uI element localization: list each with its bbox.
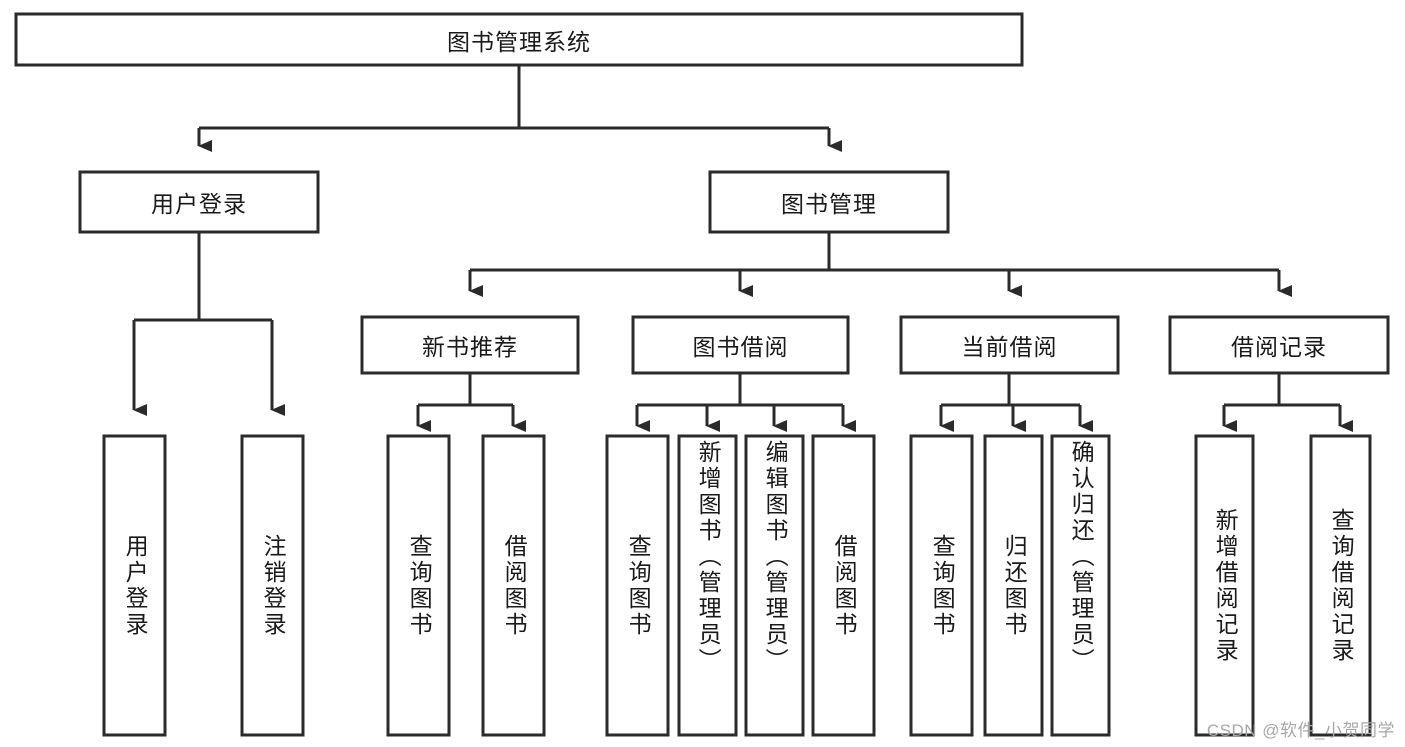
leaf-box-borrow-book-2[interactable]	[811, 434, 876, 737]
connector-group-new-book	[416, 373, 526, 432]
node-box-user-login[interactable]	[78, 170, 320, 234]
connector-group-borrow	[635, 373, 856, 432]
leaf-box-add-book-admin[interactable]	[677, 434, 738, 737]
node-box-root[interactable]	[14, 12, 1024, 67]
connector-group-current	[939, 373, 1093, 432]
connector-group-book-mgmt	[468, 232, 1292, 297]
leaf-box-logout[interactable]	[240, 434, 305, 737]
leaf-box-edit-book-admin[interactable]	[744, 434, 805, 737]
connector-group-record	[1222, 373, 1353, 432]
leaf-box-user-login[interactable]	[102, 434, 167, 737]
node-box-new-book-recommend[interactable]	[360, 315, 580, 375]
watermark-text: CSDN @软件_小贺同学	[1206, 721, 1395, 740]
node-box-current-borrow[interactable]	[899, 315, 1120, 375]
leaf-box-query-book-3[interactable]	[909, 434, 974, 737]
node-box-book-borrow[interactable]	[631, 315, 850, 375]
leaf-box-borrow-book-1[interactable]	[481, 434, 546, 737]
leaf-box-confirm-return-admin[interactable]	[1050, 434, 1111, 737]
node-box-borrow-record[interactable]	[1168, 315, 1390, 375]
connector-group-root	[197, 65, 842, 152]
leaf-box-query-book-2[interactable]	[605, 434, 670, 737]
leaf-box-return-book[interactable]	[983, 434, 1044, 737]
leaf-box-query-borrow-record[interactable]	[1309, 434, 1372, 737]
connector-group-user-login	[132, 232, 285, 416]
leaf-box-query-book-1[interactable]	[386, 434, 451, 737]
leaf-box-add-borrow-record[interactable]	[1194, 434, 1255, 737]
node-box-book-management[interactable]	[708, 170, 950, 234]
